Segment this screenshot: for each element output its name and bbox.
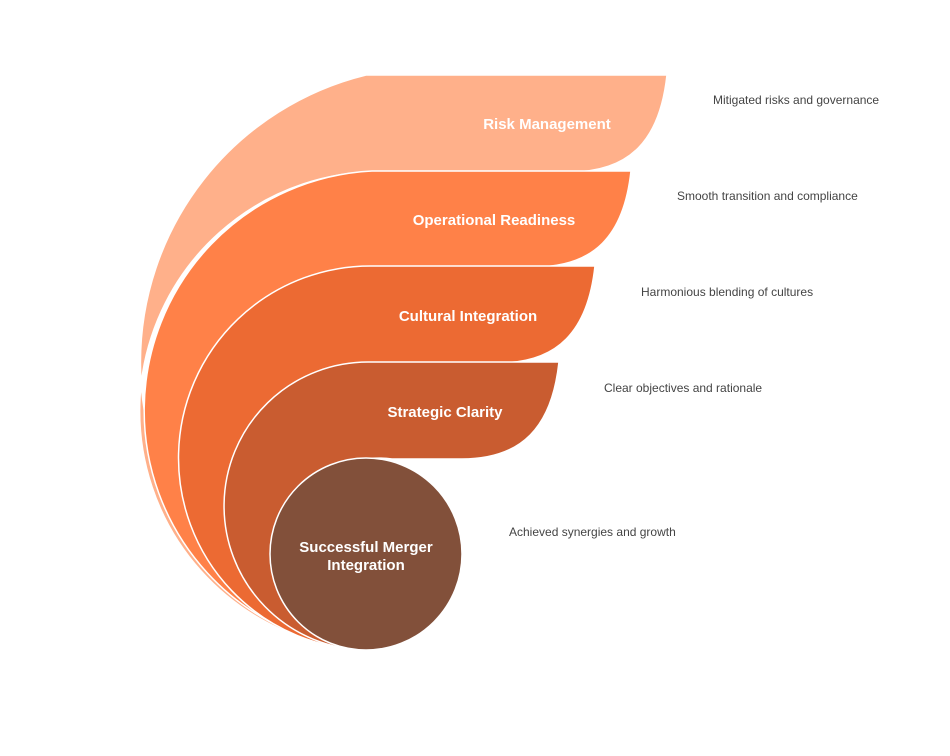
layer-label-operational-readiness: Operational Readiness xyxy=(413,212,576,229)
center-successful-merger-integration: Successful Merger Integration Achieved s… xyxy=(269,457,676,651)
layer-label-risk-management: Risk Management xyxy=(483,116,611,133)
layer-description-strategic-clarity: Clear objectives and rationale xyxy=(604,381,762,395)
center-description: Achieved synergies and growth xyxy=(509,525,676,539)
layer-description-cultural-integration: Harmonious blending of cultures xyxy=(641,285,813,299)
center-circle xyxy=(269,457,463,651)
layer-label-strategic-clarity: Strategic Clarity xyxy=(387,404,503,421)
layer-description-risk-management: Mitigated risks and governance xyxy=(713,93,879,107)
layer-label-cultural-integration: Cultural Integration xyxy=(399,308,537,325)
layer-description-operational-readiness: Smooth transition and compliance xyxy=(677,189,858,203)
center-label-line-2: Integration xyxy=(327,557,405,574)
center-label-line-1: Successful Merger xyxy=(299,539,433,556)
